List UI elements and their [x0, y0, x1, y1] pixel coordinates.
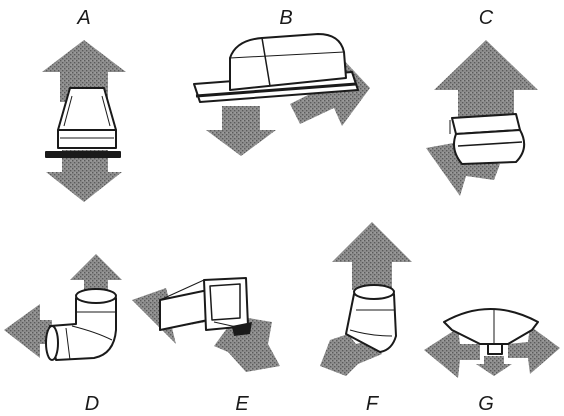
arrow-down-icon	[476, 356, 512, 376]
roof-cap-hood	[46, 88, 120, 157]
label-c: C	[479, 7, 494, 29]
arrow-up-icon	[70, 254, 122, 290]
label-b: B	[279, 7, 292, 29]
label-e: E	[235, 393, 249, 415]
label-f: F	[366, 393, 380, 415]
label-a: A	[76, 7, 90, 29]
fitting-e	[132, 278, 280, 372]
wall-cap-boot	[450, 114, 524, 164]
label-g: G	[478, 393, 494, 415]
arrow-up-icon	[332, 222, 412, 290]
roof-jack-cap	[194, 34, 358, 102]
fitting-c	[426, 40, 538, 196]
arrow-down-icon	[206, 106, 276, 156]
fitting-f	[320, 222, 412, 376]
fitting-b	[194, 34, 370, 156]
arrow-up-icon	[434, 40, 538, 124]
elbow-duct	[46, 289, 116, 360]
label-d: D	[85, 393, 99, 415]
wall-register-box	[160, 278, 252, 336]
fitting-g	[424, 309, 560, 378]
fitting-d	[4, 254, 122, 360]
arrow-left-icon	[4, 304, 52, 358]
fitting-a	[42, 40, 126, 202]
